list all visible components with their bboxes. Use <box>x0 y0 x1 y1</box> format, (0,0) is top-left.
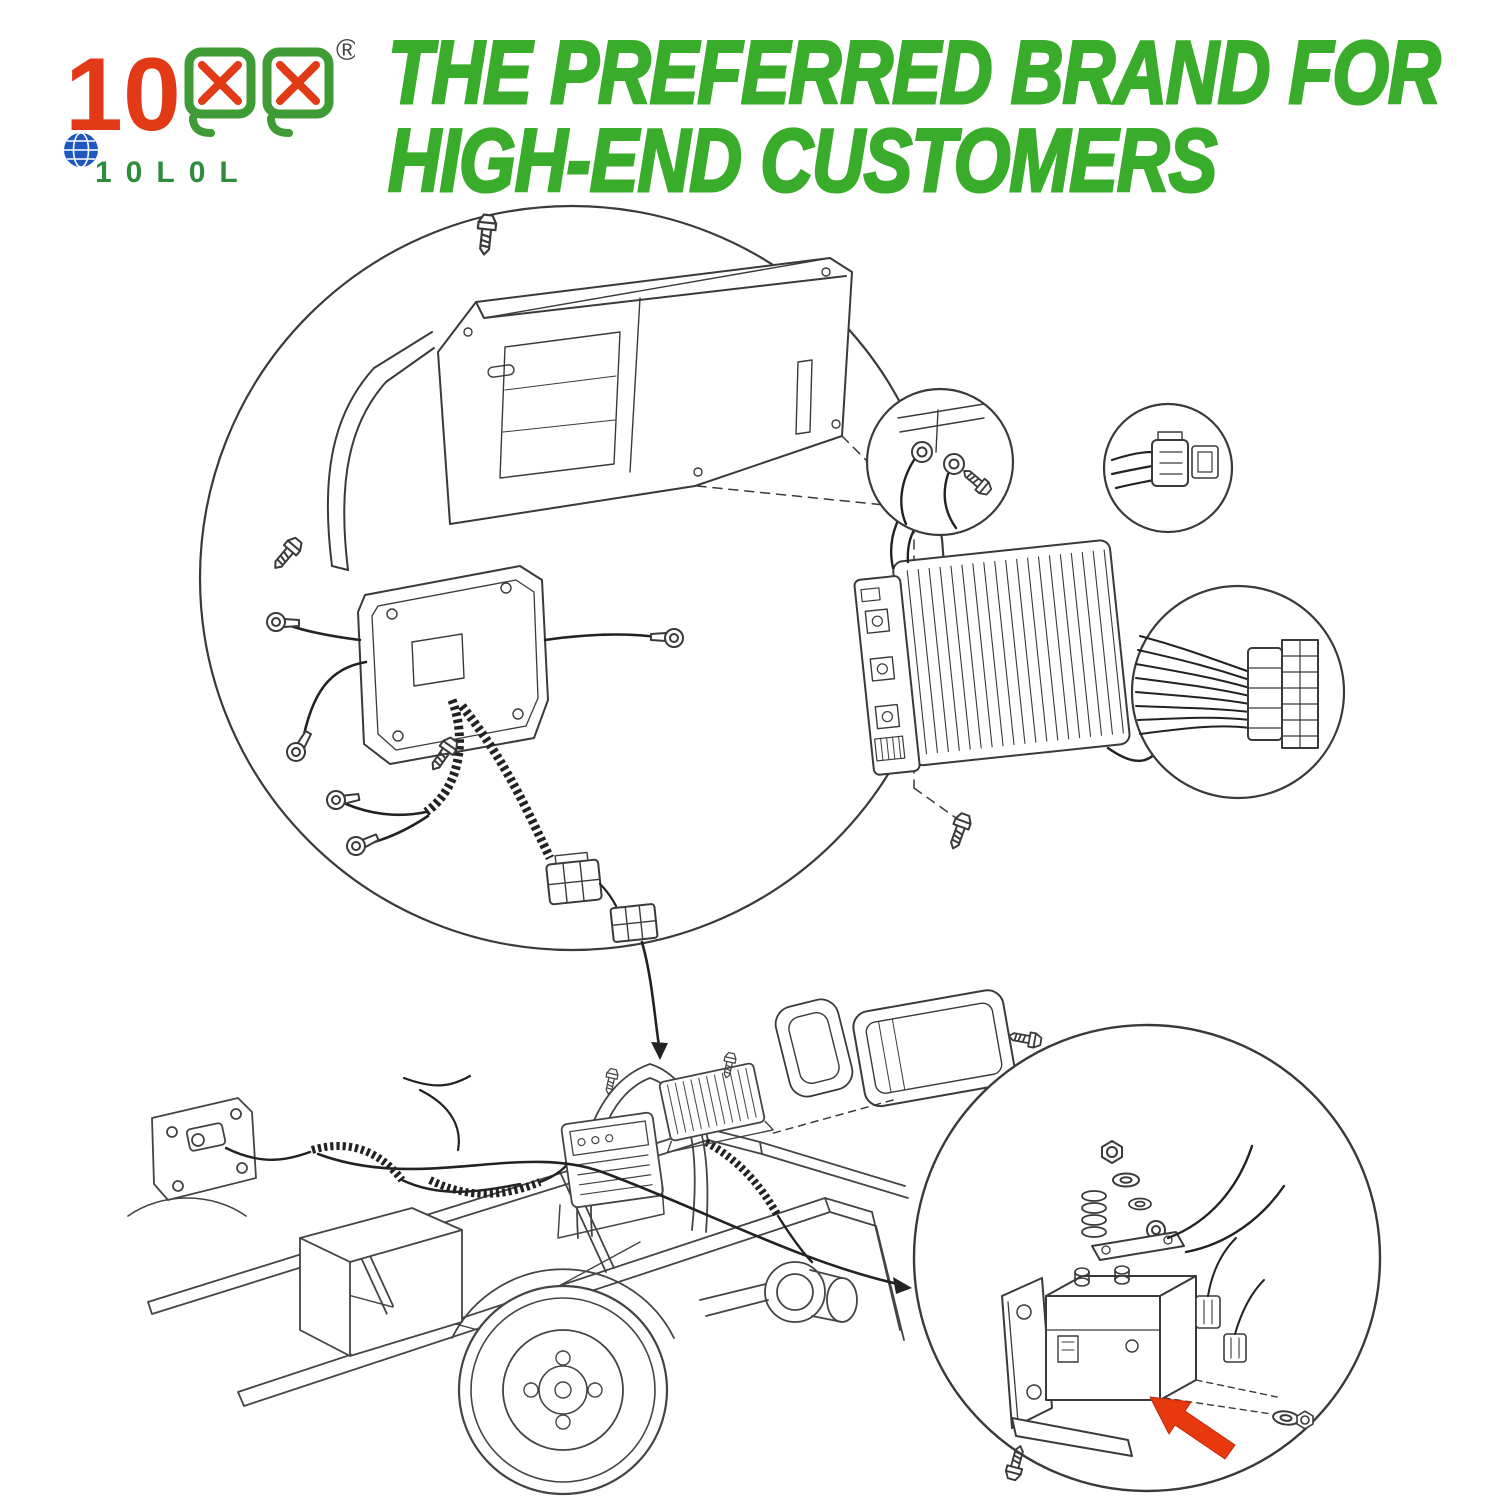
rear-axle-motor <box>699 1261 858 1323</box>
globe-icon <box>64 132 98 168</box>
front-bracket <box>127 1097 257 1217</box>
battery-box <box>299 1207 463 1357</box>
cover-gasket <box>774 998 854 1098</box>
pointer-arrows <box>316 940 912 1294</box>
detail-leaders <box>1163 1379 1283 1415</box>
side-connectors <box>1195 1237 1265 1363</box>
logo-char-1: 1 <box>65 37 123 153</box>
spring <box>1081 1190 1107 1238</box>
registered-mark: ® <box>336 34 355 67</box>
solenoid <box>1045 1265 1197 1401</box>
x-mark-icon <box>276 61 320 105</box>
harness-connectors <box>545 851 659 943</box>
multi-pin-connector-detail-circle <box>1130 584 1346 800</box>
solenoid-wires <box>1166 1144 1286 1254</box>
headline: THE PREFERRED BRAND FOR HIGH-END CUSTOME… <box>387 23 1478 211</box>
mounting-bracket <box>1001 1277 1133 1483</box>
solenoid-detail-circle <box>912 1023 1382 1493</box>
controller-mounting-plate <box>357 565 549 765</box>
electronics-cover <box>769 989 1044 1135</box>
logo-square-1 <box>184 47 256 137</box>
logo-char-0: 0 <box>123 37 181 153</box>
motor-controller <box>853 490 1162 776</box>
rear-body-panel <box>437 257 853 525</box>
rear-wheel <box>451 1268 675 1496</box>
installed-controller <box>557 1062 774 1239</box>
brand-logo: 1 0 <box>55 22 358 197</box>
golf-cart-chassis <box>127 1051 909 1496</box>
headline-line2: HIGH-END CUSTOMERS <box>387 112 1219 211</box>
headline-line1: THE PREFERRED BRAND FOR <box>387 23 1442 123</box>
support-bracket <box>326 331 435 571</box>
chassis-wiring <box>224 1074 814 1264</box>
terminal-detail-circle <box>865 387 1015 537</box>
plug-detail-circle <box>1102 402 1234 534</box>
logo-square-2 <box>262 47 334 137</box>
red-arrow <box>1149 1396 1236 1460</box>
brand-wordmark: 10L0L <box>95 156 252 189</box>
x-mark-icon <box>198 61 242 105</box>
jumper-strap <box>1091 1231 1185 1261</box>
